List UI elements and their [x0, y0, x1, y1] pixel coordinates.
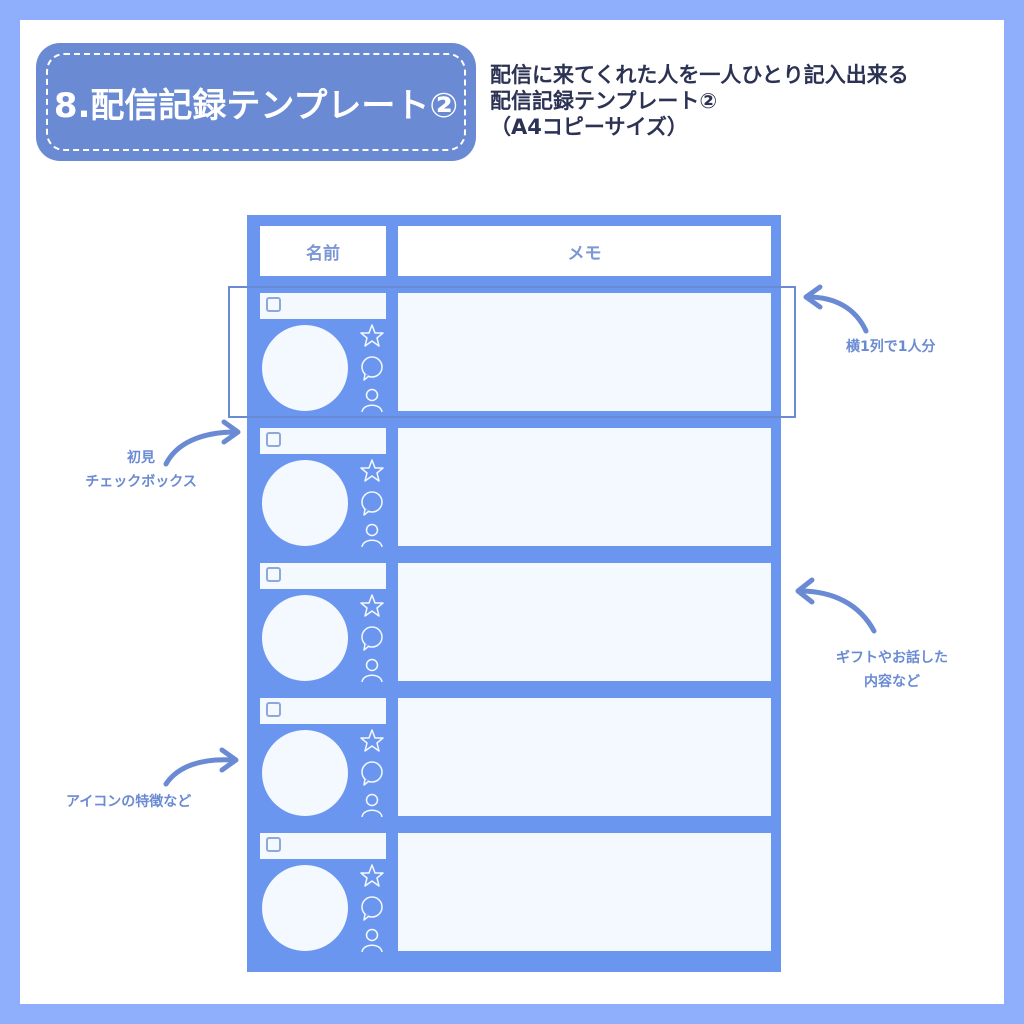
avatar-placeholder: [262, 595, 348, 681]
arrow-icon: [163, 419, 241, 467]
star-icon[interactable]: [359, 458, 385, 484]
annotation-line: 初見: [127, 450, 155, 466]
first-time-checkbox[interactable]: [266, 837, 281, 852]
name-field[interactable]: [260, 293, 386, 319]
header-memo: メモ: [398, 226, 771, 276]
memo-field[interactable]: [398, 293, 771, 411]
page-title: 8.配信記録テンプレート②: [53, 85, 459, 126]
first-time-checkbox[interactable]: [266, 702, 281, 717]
person-icon[interactable]: [359, 792, 385, 818]
arrow-icon: [795, 577, 877, 634]
description-line-2: 配信記録テンプレート②: [490, 89, 718, 113]
speech-bubble-icon[interactable]: [359, 760, 385, 786]
memo-field[interactable]: [398, 428, 771, 546]
memo-field[interactable]: [398, 698, 771, 816]
name-field[interactable]: [260, 563, 386, 589]
star-icon[interactable]: [359, 593, 385, 619]
first-time-checkbox[interactable]: [266, 567, 281, 582]
name-field[interactable]: [260, 833, 386, 859]
speech-bubble-icon[interactable]: [359, 490, 385, 516]
annotation-line: ギフトやお話した: [836, 650, 948, 666]
annotation-row-per-person: 横1列で1人分: [846, 339, 936, 355]
header-name: 名前: [260, 226, 386, 276]
annotation-line: チェックボックス: [85, 474, 197, 490]
name-field[interactable]: [260, 428, 386, 454]
memo-field[interactable]: [398, 833, 771, 951]
avatar-placeholder: [262, 730, 348, 816]
star-icon[interactable]: [359, 728, 385, 754]
first-time-checkbox[interactable]: [266, 297, 281, 312]
annotation-icon-features: アイコンの特徴など: [66, 794, 192, 810]
annotation-line: 内容など: [864, 674, 920, 690]
speech-bubble-icon[interactable]: [359, 355, 385, 381]
row-highlight-box: [228, 286, 796, 418]
star-icon[interactable]: [359, 863, 385, 889]
avatar-placeholder: [262, 460, 348, 546]
name-field[interactable]: [260, 698, 386, 724]
annotation-first-time-check: 初見 チェックボックス: [76, 446, 206, 494]
arrow-icon: [163, 747, 239, 787]
person-icon[interactable]: [359, 927, 385, 953]
avatar-placeholder: [262, 865, 348, 951]
arrow-icon: [803, 284, 869, 334]
memo-field[interactable]: [398, 563, 771, 681]
speech-bubble-icon[interactable]: [359, 625, 385, 651]
title-badge: 8.配信記録テンプレート②: [36, 43, 476, 161]
record-sheet: 名前 メモ: [247, 215, 781, 972]
first-time-checkbox[interactable]: [266, 432, 281, 447]
star-icon[interactable]: [359, 323, 385, 349]
person-icon[interactable]: [359, 387, 385, 413]
avatar-placeholder: [262, 325, 348, 411]
speech-bubble-icon[interactable]: [359, 895, 385, 921]
description: 配信に来てくれた人を一人ひとり記入出来る 配信記録テンプレート② （A4コピーサ…: [490, 62, 909, 140]
person-icon[interactable]: [359, 522, 385, 548]
description-line-3: （A4コピーサイズ）: [490, 115, 688, 139]
person-icon[interactable]: [359, 657, 385, 683]
dashed-border: [46, 53, 466, 151]
annotation-memo-content: ギフトやお話した 内容など: [812, 646, 972, 694]
description-line-1: 配信に来てくれた人を一人ひとり記入出来る: [490, 63, 909, 87]
